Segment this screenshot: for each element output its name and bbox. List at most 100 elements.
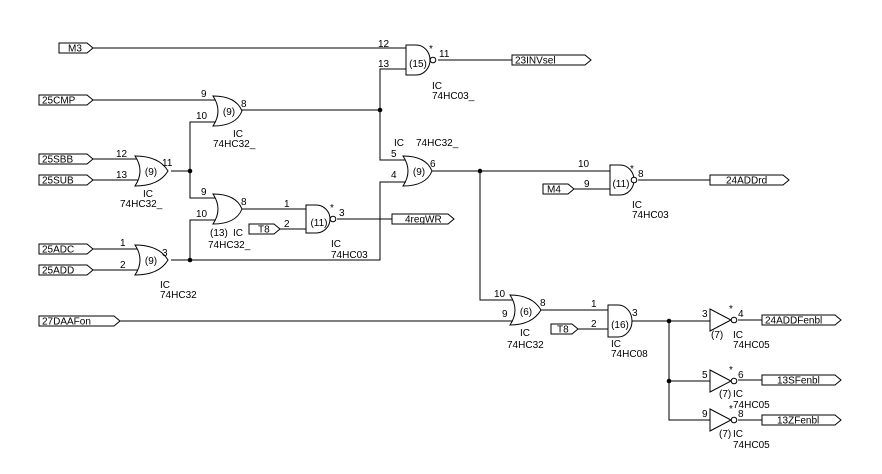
port-t8-a[interactable]: T8 (248, 223, 281, 236)
svg-text:IC: IC (143, 189, 153, 200)
svg-text:24ADDrd: 24ADDrd (726, 176, 767, 187)
junction-dot (666, 378, 672, 384)
svg-text:74HC03: 74HC03 (331, 250, 368, 261)
or-gate-6[interactable]: (6) 10 9 8 IC 74HC32 (494, 289, 546, 351)
svg-text:9: 9 (584, 179, 590, 190)
svg-text:*: * (429, 44, 433, 55)
svg-text:6: 6 (738, 370, 744, 381)
or-gate-9b[interactable]: (9) 12 13 11 IC 74HC32_ (116, 149, 173, 210)
junction-dot (187, 257, 193, 263)
svg-text:11: 11 (439, 49, 450, 60)
svg-text:11: 11 (162, 158, 173, 169)
svg-text:IC: IC (733, 429, 743, 440)
port-23invsel[interactable]: 23INVsel (511, 54, 592, 67)
svg-text:25ADD: 25ADD (42, 266, 74, 277)
output-ports: 23INVsel 4regWR 24ADDrd 24ADDFenbl 13SFe… (391, 54, 842, 427)
port-27daafon[interactable]: 27DAAFon (38, 315, 121, 328)
svg-text:M4: M4 (547, 185, 561, 196)
port-25sbb[interactable]: 25SBB (38, 153, 94, 166)
svg-text:M3: M3 (68, 44, 82, 55)
svg-text:*: * (330, 203, 334, 214)
port-24addfenbl[interactable]: 24ADDFenbl (761, 314, 842, 327)
svg-text:74HC32: 74HC32 (507, 340, 544, 351)
svg-text:1: 1 (591, 299, 597, 310)
svg-text:8: 8 (241, 197, 247, 208)
svg-text:1: 1 (120, 238, 126, 249)
port-t8-b[interactable]: T8 (550, 323, 579, 336)
wires (93, 47, 762, 421)
svg-text:IC: IC (733, 389, 743, 400)
port-24addrd[interactable]: 24ADDrd (709, 174, 790, 187)
port-25sub[interactable]: 25SUB (38, 174, 94, 187)
svg-text:2: 2 (284, 219, 290, 230)
svg-text:9: 9 (201, 187, 207, 198)
port-m3[interactable]: M3 (58, 42, 94, 55)
svg-text:10: 10 (196, 111, 208, 122)
junction-dot (477, 168, 483, 174)
port-13zfenbl[interactable]: 13ZFenbl (761, 414, 842, 427)
inverter-gate-2[interactable]: 5 * 6 (7) IC 74HC05 (702, 365, 770, 411)
svg-text:(9): (9) (145, 167, 157, 178)
svg-text:(7): (7) (711, 330, 723, 341)
svg-text:74HC32_: 74HC32_ (213, 139, 256, 150)
svg-text:(7): (7) (719, 389, 731, 400)
svg-text:4: 4 (391, 170, 397, 181)
svg-text:3: 3 (162, 248, 168, 259)
svg-text:*: * (729, 404, 733, 415)
svg-text:IC: IC (520, 328, 530, 339)
svg-text:13: 13 (378, 59, 390, 70)
port-m4[interactable]: M4 (542, 183, 575, 196)
inverter-gate-1[interactable]: 3 * 4 (7) IC 74HC05 (702, 304, 770, 351)
svg-text:74HC05: 74HC05 (733, 440, 770, 451)
svg-text:2: 2 (120, 260, 126, 271)
nand-gate-15[interactable]: (15) 12 13 * 11 IC 74HC03_ (378, 39, 475, 102)
port-25adc[interactable]: 25ADC (38, 243, 94, 256)
junction-dot (377, 107, 383, 113)
svg-text:6: 6 (430, 159, 436, 170)
svg-text:*: * (729, 365, 733, 376)
svg-text:(11): (11) (310, 218, 327, 229)
inverter-gate-3[interactable]: 9 * 8 (7) IC 74HC05 (702, 404, 770, 451)
or-gate-9c[interactable]: (9) 1 2 3 IC 74HC32 (120, 238, 197, 301)
or-gate-13[interactable]: 9 10 8 (13) IC 74HC32_ (196, 187, 251, 251)
svg-text:74HC32: 74HC32 (160, 290, 197, 301)
svg-text:8: 8 (738, 409, 744, 420)
junction-dot (666, 318, 672, 324)
junctions (187, 107, 672, 384)
svg-text:9: 9 (201, 89, 207, 100)
svg-text:*: * (630, 164, 634, 175)
svg-text:IC: IC (233, 129, 243, 140)
svg-text:IC: IC (432, 81, 442, 92)
svg-text:5: 5 (391, 149, 397, 160)
and-gate-16[interactable]: (16) 1 2 3 IC 74HC08 (591, 299, 648, 360)
or-gate-9a[interactable]: (9) 9 10 8 IC 74HC32_ (196, 89, 256, 150)
nand-gate-11a[interactable]: (11) 1 2 * 3 IC 74HC03 (284, 199, 368, 261)
port-13sfenbl[interactable]: 13SFenbl (761, 374, 842, 387)
svg-text:5: 5 (702, 370, 708, 381)
svg-text:8: 8 (638, 169, 644, 180)
svg-text:25SBB: 25SBB (42, 155, 73, 166)
svg-text:4regWR: 4regWR (405, 215, 442, 226)
svg-text:1: 1 (284, 199, 290, 210)
nand-gate-11b[interactable]: (11) 10 9 * 8 IC 74HC03 (578, 159, 669, 221)
svg-text:(11): (11) (612, 179, 629, 190)
port-25add[interactable]: 25ADD (38, 264, 94, 277)
or-gate-9d[interactable]: (9) 5 4 6 IC 74HC32_ (391, 138, 459, 187)
svg-text:(9): (9) (223, 107, 235, 118)
svg-text:IC: IC (394, 138, 404, 149)
svg-text:74HC05: 74HC05 (733, 340, 770, 351)
svg-text:4: 4 (738, 309, 744, 320)
svg-text:(9): (9) (145, 256, 157, 267)
junction-dot (187, 168, 193, 174)
svg-text:25ADC: 25ADC (42, 245, 74, 256)
svg-text:T8: T8 (557, 325, 569, 336)
svg-text:(6): (6) (520, 307, 532, 318)
svg-text:27DAAFon: 27DAAFon (42, 317, 91, 328)
svg-text:IC: IC (233, 228, 243, 239)
svg-text:74HC32_: 74HC32_ (120, 199, 163, 210)
svg-text:3: 3 (339, 208, 345, 219)
svg-text:13ZFenbl: 13ZFenbl (777, 416, 819, 427)
port-4regwr[interactable]: 4regWR (391, 213, 455, 226)
port-25cmp[interactable]: 25CMP (38, 94, 94, 107)
